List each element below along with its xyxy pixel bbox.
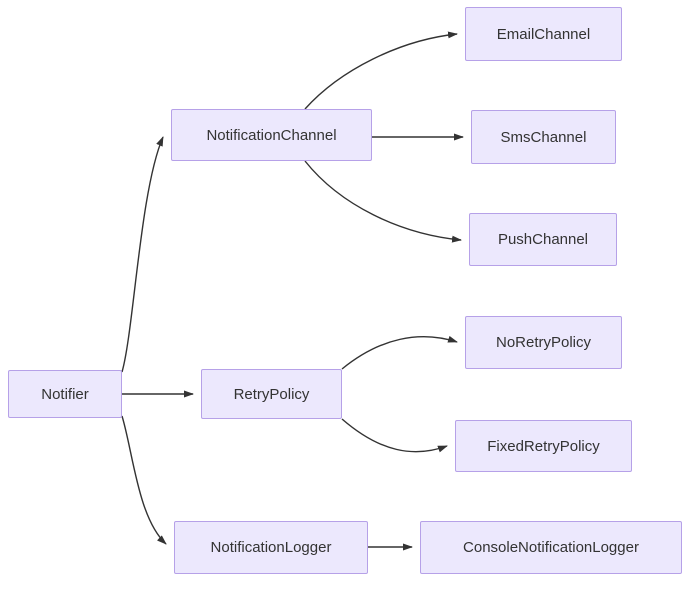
node-fixed-retry-policy[interactable]: FixedRetryPolicy bbox=[455, 420, 632, 472]
node-push-channel-label: PushChannel bbox=[497, 231, 589, 248]
node-no-retry-policy-label: NoRetryPolicy bbox=[495, 334, 592, 351]
node-notifier-label: Notifier bbox=[41, 385, 89, 403]
node-sms-channel-label: SmsChannel bbox=[500, 128, 587, 146]
node-console-notification-logger[interactable]: ConsoleNotificationLogger bbox=[420, 521, 682, 574]
node-fixed-retry-policy-label: FixedRetryPolicy bbox=[487, 437, 600, 455]
node-notification-logger-label: NotificationLogger bbox=[210, 539, 332, 556]
node-retry-policy[interactable]: RetryPolicy bbox=[201, 369, 342, 419]
node-no-retry-policy[interactable]: NoRetryPolicy bbox=[465, 316, 622, 369]
node-notification-logger[interactable]: NotificationLogger bbox=[174, 521, 368, 574]
edge-retry-policy-to-no-retry-policy bbox=[341, 335, 458, 370]
node-notifier[interactable]: Notifier bbox=[8, 370, 122, 418]
edge-retry-policy-to-fixed-retry-policy bbox=[341, 418, 448, 453]
node-notification-channel[interactable]: NotificationChannel bbox=[171, 109, 372, 161]
node-push-channel[interactable]: PushChannel bbox=[469, 213, 617, 266]
edge-notification-channel-to-push-channel bbox=[304, 160, 462, 243]
node-email-channel[interactable]: EmailChannel bbox=[465, 7, 622, 61]
node-sms-channel[interactable]: SmsChannel bbox=[471, 110, 616, 164]
node-notification-channel-label: NotificationChannel bbox=[206, 126, 337, 144]
node-email-channel-label: EmailChannel bbox=[496, 25, 591, 43]
edge-notifier-to-notification-channel bbox=[121, 136, 164, 373]
node-retry-policy-label: RetryPolicy bbox=[233, 385, 310, 403]
edge-notification-channel-to-email-channel bbox=[304, 31, 458, 110]
edge-notifier-to-notification-logger bbox=[121, 415, 167, 545]
node-console-notification-logger-label: ConsoleNotificationLogger bbox=[463, 539, 639, 556]
